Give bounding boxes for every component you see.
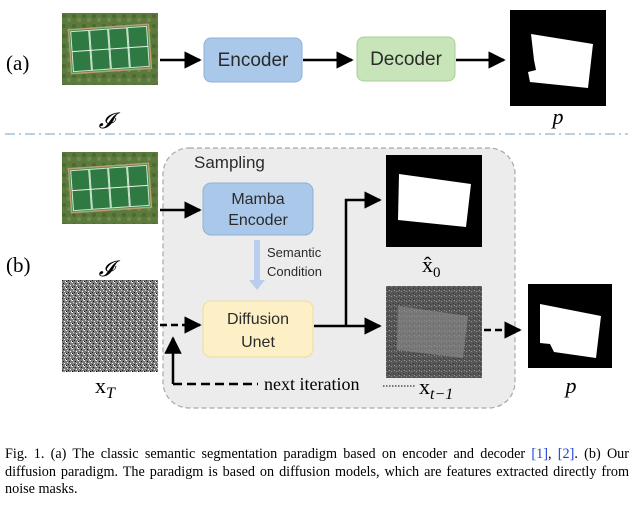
x0-label: x̂0	[422, 252, 441, 281]
encoder-label: Encoder	[218, 50, 289, 71]
mamba-line2: Encoder	[228, 212, 288, 229]
caption-text-2: . (b) Our diffusion paradigm. The paradi…	[5, 446, 630, 497]
unet-line2: Unet	[241, 334, 275, 351]
caption-text-1: Fig. 1. (a) The classic semantic segment…	[5, 446, 532, 462]
mamba-encoder-box	[202, 182, 314, 236]
noise-image	[62, 280, 158, 372]
x0-mask-shape	[398, 174, 471, 227]
semantic-line1: Semantic	[267, 245, 322, 260]
caption-separator: ,	[547, 446, 558, 462]
sampling-title: Sampling	[194, 153, 265, 172]
citation-link-2[interactable]: [2]	[557, 446, 575, 462]
output-label-a: p	[551, 104, 564, 129]
arrow-to-x0	[344, 191, 382, 326]
mask-shape-a	[528, 34, 593, 88]
encoder-box	[203, 37, 303, 83]
decoder-box	[356, 36, 456, 82]
image-label-b: 𝓘	[99, 256, 121, 281]
unet-line1: Diffusion	[227, 311, 289, 328]
xt-mask-shape	[397, 306, 468, 358]
output-label-b: p	[564, 373, 577, 398]
input-image-a	[61, 12, 159, 86]
mask-shape-b	[540, 304, 601, 358]
diffusion-unet-box	[202, 300, 314, 358]
noise-label: xT	[95, 373, 116, 402]
figure-diagram: (a) 𝓘 Encoder Decoder p Sampling (b) 𝓘 M…	[5, 10, 628, 409]
figure-caption: Fig. 1. (a) The classic semantic segment…	[5, 446, 629, 499]
citation-link-1[interactable]: [1]	[531, 446, 548, 462]
semantic-arrow	[249, 240, 265, 290]
panel-a-label: (a)	[6, 51, 29, 75]
image-label-a: 𝓘	[99, 108, 121, 133]
input-image-b	[61, 151, 159, 225]
panel-b-label: (b)	[6, 253, 31, 277]
semantic-line2: Condition	[267, 264, 322, 279]
next-iteration-label: next iteration	[264, 374, 359, 394]
decoder-label: Decoder	[370, 49, 442, 70]
mamba-line1: Mamba	[231, 191, 284, 208]
xt-label: xt−1	[419, 374, 453, 403]
